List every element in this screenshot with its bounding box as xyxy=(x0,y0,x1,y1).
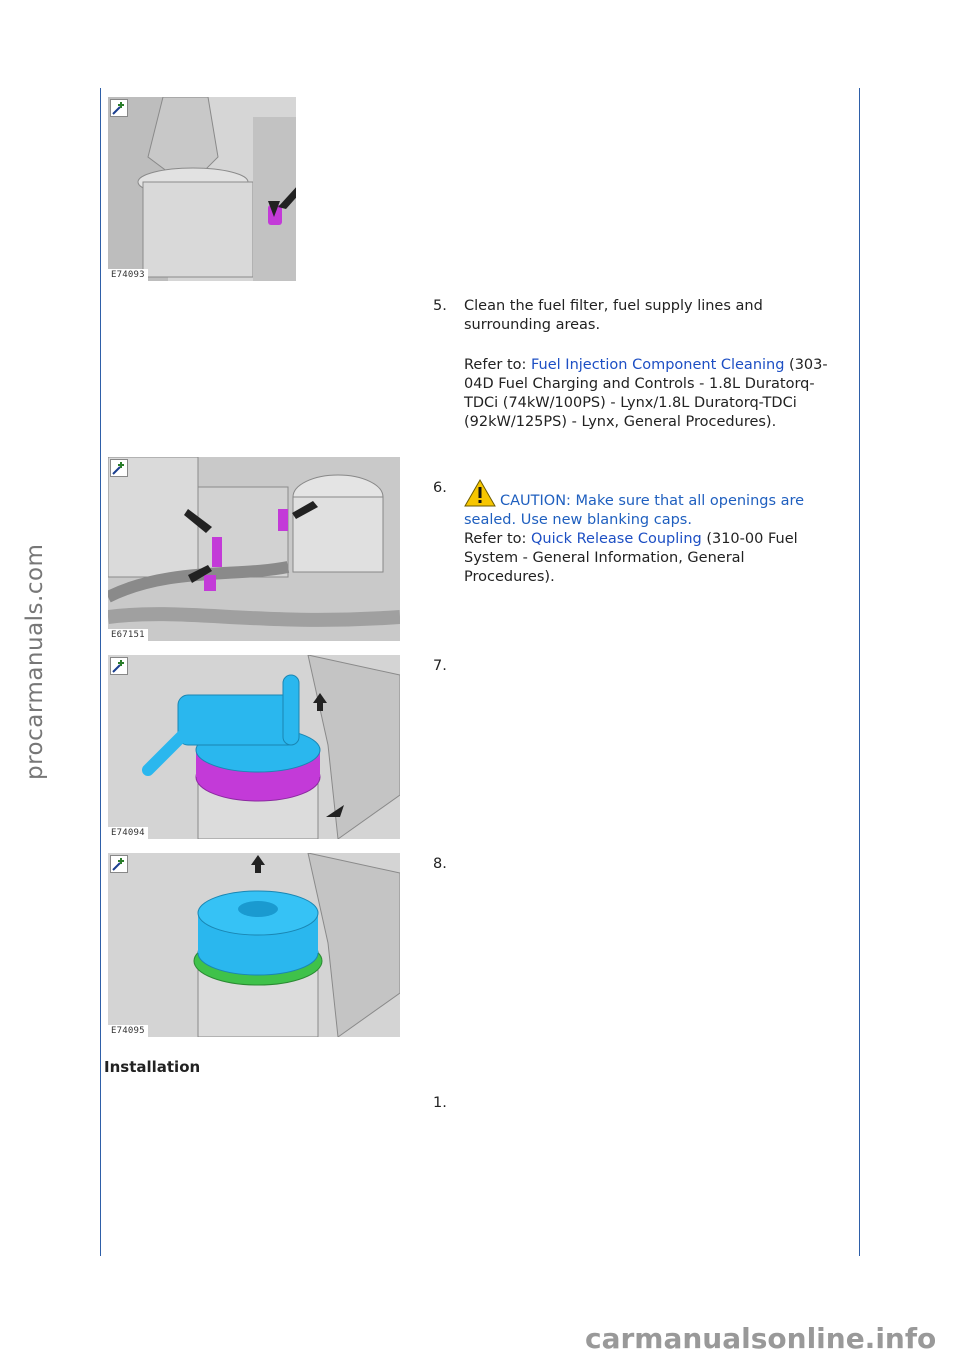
refer-prefix: Refer to: xyxy=(464,531,531,547)
zoom-icon[interactable] xyxy=(110,855,128,873)
step-reference: Refer to: Fuel Injection Component Clean… xyxy=(464,356,832,432)
figure-e67151[interactable]: E67151 xyxy=(108,457,400,641)
step-number: 5. xyxy=(433,298,447,314)
figure-code: E74095 xyxy=(108,1025,148,1037)
figure-e74094[interactable]: E74094 xyxy=(108,655,400,839)
figure-illustration xyxy=(108,457,400,641)
side-watermark: procarmanuals.com xyxy=(22,543,48,780)
figure-code: E67151 xyxy=(108,629,148,641)
refer-rest: (310-00 Fuel System - General Informatio… xyxy=(464,531,798,585)
link-fuel-injection-component-cleaning[interactable]: Fuel Injection Component Cleaning xyxy=(531,357,785,373)
figure-illustration xyxy=(108,97,296,281)
left-margin-rule xyxy=(100,88,101,1256)
warning-triangle-icon xyxy=(464,479,496,507)
figure-e74093[interactable]: E74093 xyxy=(108,97,296,281)
figure-illustration xyxy=(108,853,400,1037)
figure-code: E74093 xyxy=(108,269,148,281)
link-quick-release-coupling[interactable]: Quick Release Coupling xyxy=(531,531,702,547)
zoom-icon[interactable] xyxy=(110,459,128,477)
step-number: 1. xyxy=(433,1095,447,1111)
zoom-icon[interactable] xyxy=(110,99,128,117)
step-number: 8. xyxy=(433,856,447,872)
right-margin-rule xyxy=(859,88,860,1256)
figure-code: E74094 xyxy=(108,827,148,839)
figure-e74095[interactable]: E74095 xyxy=(108,853,400,1037)
bottom-watermark: carmanualsonline.info xyxy=(585,1322,937,1355)
refer-prefix: Refer to: xyxy=(464,357,531,373)
step-text: Clean the fuel filter, fuel supply lines… xyxy=(464,298,763,333)
section-title-installation: Installation xyxy=(104,1058,201,1076)
caution-text: CAUTION: Make sure that all openings are… xyxy=(464,493,805,528)
step-number: 7. xyxy=(433,658,447,674)
refer-rest: (303-04D Fuel Charging and Controls - 1.… xyxy=(464,357,828,430)
figure-illustration xyxy=(108,655,400,839)
step-number: 6. xyxy=(433,480,447,496)
step-reference: Refer to: Quick Release Coupling (310-00… xyxy=(464,530,832,587)
caution-note: CAUTION: Make sure that all openings are… xyxy=(464,479,832,530)
zoom-icon[interactable] xyxy=(110,657,128,675)
